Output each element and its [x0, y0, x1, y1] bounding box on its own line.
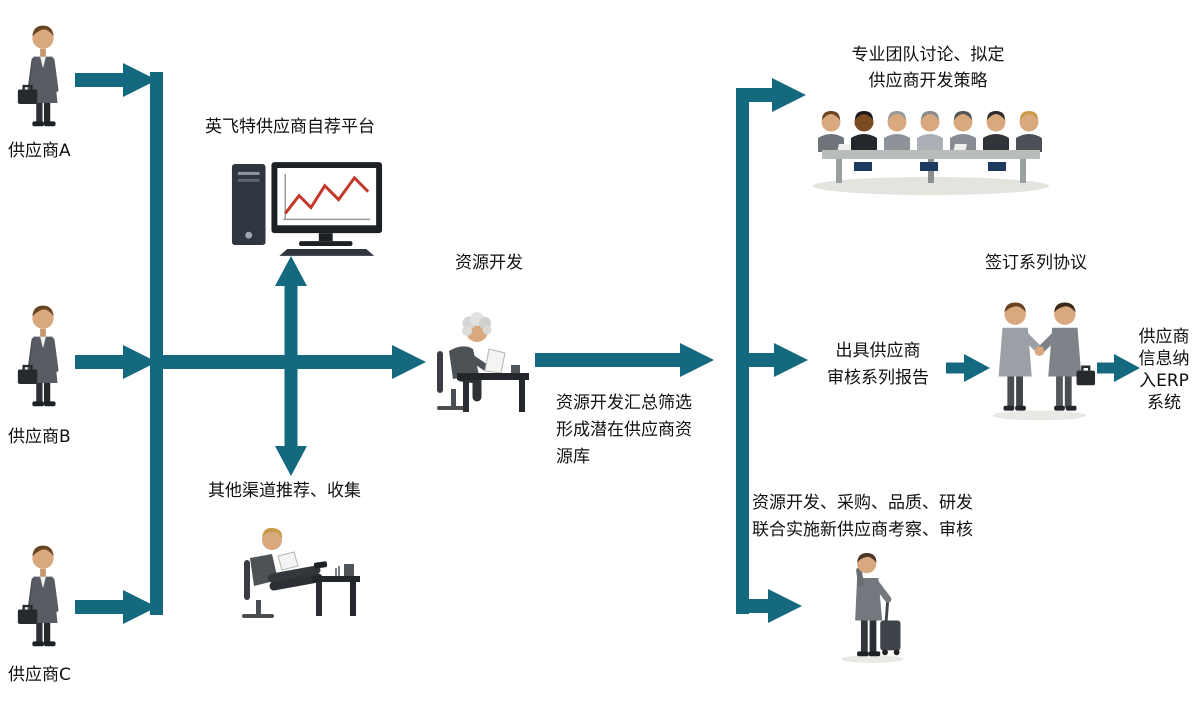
resource-to-branch-arrow: [535, 343, 714, 377]
audit-report-label: 出具供应商 审核系列报告: [827, 341, 929, 388]
branch-middle-arrow: [736, 343, 808, 377]
collector-bar: [150, 72, 163, 615]
team-strategy-label: 专业团队讨论、拟定 供应商开发策略: [851, 45, 1005, 91]
laptop: [277, 551, 299, 571]
handshake-icon: [992, 302, 1096, 421]
platform-channels-double-arrow: [275, 256, 307, 476]
handshake-left-person: [998, 302, 1045, 411]
desk: [457, 373, 529, 380]
resource-dev-person-icon: [437, 312, 529, 412]
pool-note-line2: 形成潜在供应商资: [556, 420, 692, 440]
handshake-right-person: [1035, 302, 1096, 411]
agreement-to-erp-arrow: [1097, 354, 1140, 382]
computer-tower: [231, 164, 266, 246]
team-meeting-icon: [813, 111, 1049, 195]
agreements-label: 签订系列协议: [985, 253, 1087, 273]
joint-audit-label: 资源开发、采购、品质、研发 联合实施新供应商考察、审核: [752, 493, 973, 540]
traveler-with-suitcase-icon: [841, 552, 904, 663]
branch-bar: [736, 88, 749, 614]
supplier-a-arrow: [75, 63, 157, 97]
supplier-c-arrow: [75, 590, 157, 624]
briefcase: [1076, 370, 1096, 386]
supplier-b-figure-icon: [12, 296, 74, 412]
erp-note: 供应商 信息纳 入ERP 系统: [1138, 327, 1190, 413]
joined-hands: [1034, 346, 1045, 357]
supplier-b-arrow: [75, 345, 157, 379]
supplier-a-label: 供应商A: [8, 141, 71, 161]
gray-curly-hair: [462, 312, 492, 336]
meeting-people: [818, 111, 1042, 152]
meeting-table: [822, 150, 1040, 159]
laptop: [484, 348, 506, 374]
resource-dev-label: 资源开发: [455, 253, 523, 273]
pool-note-line3: 源库: [556, 447, 590, 467]
person-feet-on-desk-icon: [242, 527, 360, 618]
pool-note: 资源开发汇总筛选 形成潜在供应商资 源库: [556, 390, 706, 471]
desk: [312, 576, 360, 582]
desktop-computer-icon: [231, 162, 383, 256]
supplier-c-figure-icon: [12, 536, 74, 652]
branch-bottom-arrow: [736, 589, 802, 623]
screen-line-chart: [284, 175, 370, 215]
supplier-c-label: 供应商C: [8, 665, 71, 685]
other-channels-label: 其他渠道推荐、收集: [208, 481, 361, 501]
supplier-b-label: 供应商B: [8, 427, 71, 447]
platform-label: 英飞特供应商自荐平台: [205, 117, 375, 137]
computer-keyboard: [279, 248, 375, 256]
rolling-suitcase: [880, 597, 901, 656]
computer-monitor: [271, 162, 383, 247]
pool-note-line1: 资源开发汇总筛选: [556, 393, 692, 413]
supplier-a-figure-icon: [12, 16, 74, 132]
branch-top-arrow: [736, 78, 806, 112]
report-to-agreement-arrow: [946, 354, 990, 382]
